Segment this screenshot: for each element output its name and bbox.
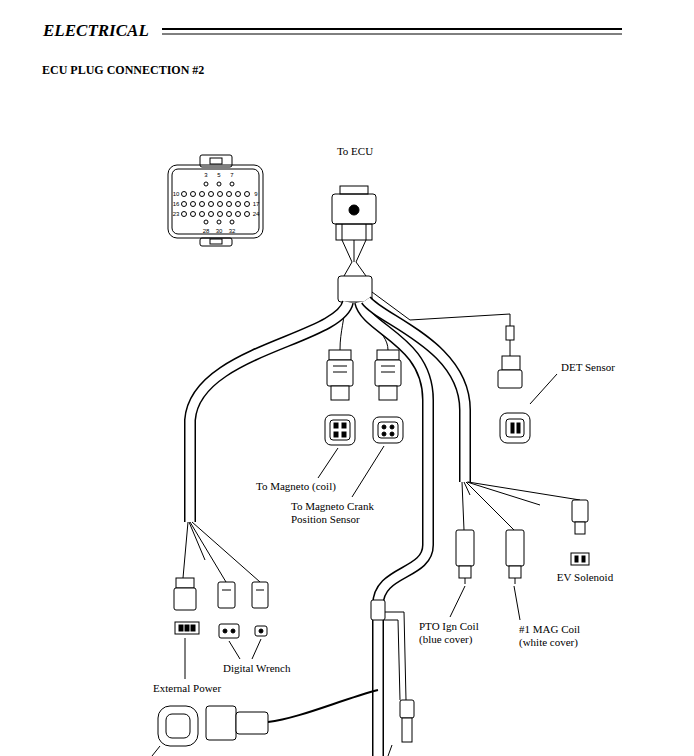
wire	[464, 482, 540, 505]
diagram-title: ECU PLUG CONNECTION #2	[42, 63, 204, 78]
part-label: To Magneto (coil)	[255, 480, 337, 493]
part-label: #1 MAG Coil (white cover)	[518, 623, 596, 649]
ev-solenoid-plug	[571, 500, 589, 565]
pin-number: 3	[204, 172, 207, 178]
ign-coil-boot	[456, 530, 524, 584]
pin-number: 28	[203, 228, 210, 234]
pin-number: 24	[253, 211, 260, 217]
part-label: DET Sensor	[560, 361, 616, 374]
harness-tube	[190, 300, 465, 756]
pin-number: 30	[216, 228, 223, 234]
pin-number: 23	[173, 211, 180, 217]
part-label: External Power	[152, 682, 222, 695]
external-power-plug	[174, 578, 199, 634]
pin-number: 10	[173, 191, 180, 197]
connector-pins	[182, 182, 250, 224]
pin-number: 7	[230, 172, 233, 178]
header-rule	[162, 34, 622, 35]
wire	[183, 522, 260, 582]
part-label: Digital Wrench	[222, 662, 291, 675]
wire	[268, 690, 378, 722]
magneto-face	[325, 415, 403, 445]
header-rule	[162, 28, 622, 30]
part-label: To Magneto Crank Position Sensor	[290, 500, 407, 526]
det-sensor	[498, 326, 530, 443]
wire	[462, 482, 580, 530]
part-label: EV Solenoid	[556, 571, 614, 584]
magneto-plug	[327, 350, 401, 400]
part-label: To ECU	[336, 145, 374, 158]
connector-face	[168, 155, 263, 246]
bottom-plug	[158, 600, 414, 746]
digital-wrench-plug	[218, 582, 268, 638]
ecu-plug	[332, 186, 376, 302]
pin-number: 32	[229, 228, 236, 234]
pin-number: 17	[253, 201, 260, 207]
part-label: PTO Ign Coil (blue cover)	[418, 620, 492, 646]
section-header: ELECTRICAL	[42, 21, 150, 41]
wire	[384, 612, 406, 700]
pin-number: 16	[173, 201, 180, 207]
pin-number: 5	[217, 172, 220, 178]
leader-line	[152, 374, 557, 756]
pin-number: 9	[254, 191, 257, 197]
